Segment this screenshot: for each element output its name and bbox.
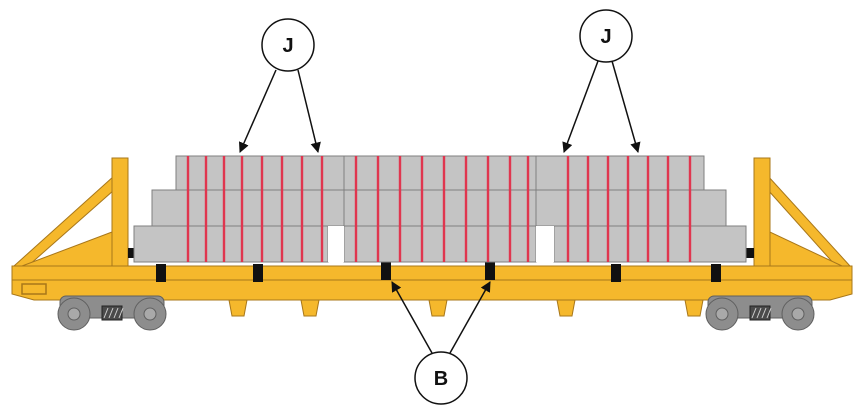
straps <box>186 156 692 262</box>
dunnage-block <box>711 264 721 282</box>
crossbearer <box>428 299 448 317</box>
end-bracket <box>128 248 136 258</box>
spring-hatch <box>103 307 109 319</box>
load-unit <box>535 155 705 193</box>
left-truck <box>57 295 167 331</box>
wheel-hub <box>67 307 81 321</box>
circle-callout-icon <box>261 18 315 72</box>
spring-hatch <box>766 307 772 319</box>
callout-b: B <box>391 281 491 405</box>
load-unit <box>553 225 747 263</box>
spring-hatch <box>761 307 767 319</box>
dunnage-block <box>611 264 621 282</box>
dunnage-block <box>253 264 263 282</box>
wheel-hub <box>143 307 157 321</box>
load-unit <box>133 225 329 263</box>
crossbearer <box>556 299 576 317</box>
leader-arrow <box>562 60 599 153</box>
crossbearer <box>300 299 320 317</box>
leader-arrow <box>238 69 277 153</box>
circle-callout-icon <box>414 351 468 405</box>
callout-label-b: B <box>434 368 448 390</box>
right-truck <box>705 295 815 331</box>
load-unit <box>343 189 537 227</box>
dunnage-blocks <box>128 248 754 282</box>
load-unit <box>175 155 345 193</box>
crossbearer <box>228 299 248 317</box>
circle-callout-icon <box>579 9 633 63</box>
car-deck <box>11 265 853 281</box>
callout-label-j-right: J <box>600 26 611 48</box>
left-bulkhead-post <box>111 157 129 275</box>
spring-hatch <box>108 307 114 319</box>
load-gap <box>536 226 554 262</box>
spring-hatch <box>113 307 119 319</box>
spring-hatch <box>118 307 124 319</box>
center-sill <box>11 279 853 301</box>
wheel-hub <box>791 307 805 321</box>
leader-arrow <box>391 281 433 354</box>
spring-hatch <box>756 307 762 319</box>
leader-arrow <box>611 60 641 154</box>
leader-arrow <box>297 69 321 154</box>
load-unit <box>343 155 537 193</box>
dunnage-block <box>381 262 391 280</box>
load-unit <box>535 189 727 227</box>
callout-label-j-left: J <box>282 35 293 57</box>
crossbearers <box>228 299 704 317</box>
spring-hatch <box>751 307 757 319</box>
right-bulkhead-post <box>753 157 771 275</box>
load-units <box>133 155 747 263</box>
dunnage-block <box>156 264 166 282</box>
dunnage-block <box>485 262 495 280</box>
wheel-hub <box>715 307 729 321</box>
load-unit <box>343 225 537 263</box>
end-bracket <box>746 248 754 258</box>
load-gap <box>328 226 344 262</box>
callout-j-left: J <box>238 18 321 154</box>
leader-arrow <box>449 281 491 354</box>
crossbearer <box>684 299 704 317</box>
flatcar <box>11 157 853 317</box>
callout-j-right: J <box>562 9 641 154</box>
load-unit <box>151 189 345 227</box>
end-marking <box>21 283 47 295</box>
